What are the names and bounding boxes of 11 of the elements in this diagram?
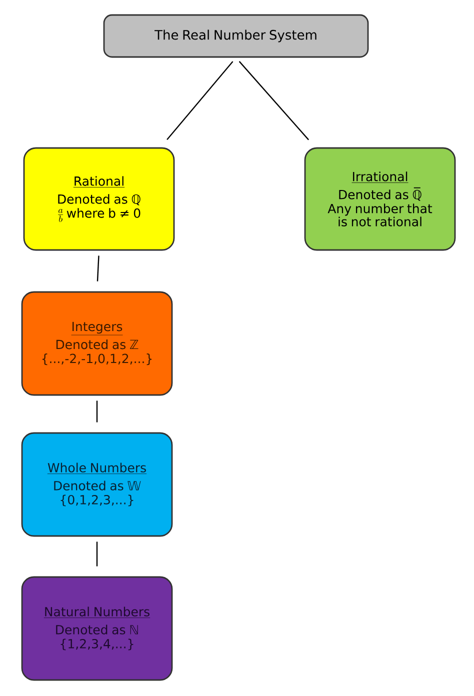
category-box: Whole Numbers Denoted as 𝕎 {0,1,2,3,...}: [21, 432, 173, 537]
category-box: Integers Denoted as ℤ {...,-2,-1,0,1,2,...}: [21, 291, 173, 396]
connector-line: [166, 61, 234, 140]
connector-line: [238, 61, 310, 140]
category-box: Natural Numbers Denoted as ℕ {1,2,3,4,...}: [21, 576, 173, 681]
category-box: Rational Denoted as ℚ $\frac{a}{b}$ where b ≠ 0: [23, 147, 175, 251]
category-box: Irrational Denoted as ℚ̅ Any number that is not rational: [304, 147, 456, 251]
connector-line: [96, 256, 100, 282]
connector-line: [96, 400, 98, 422]
title-box: The Real Number System: [103, 14, 369, 58]
connector-line: [96, 542, 98, 566]
